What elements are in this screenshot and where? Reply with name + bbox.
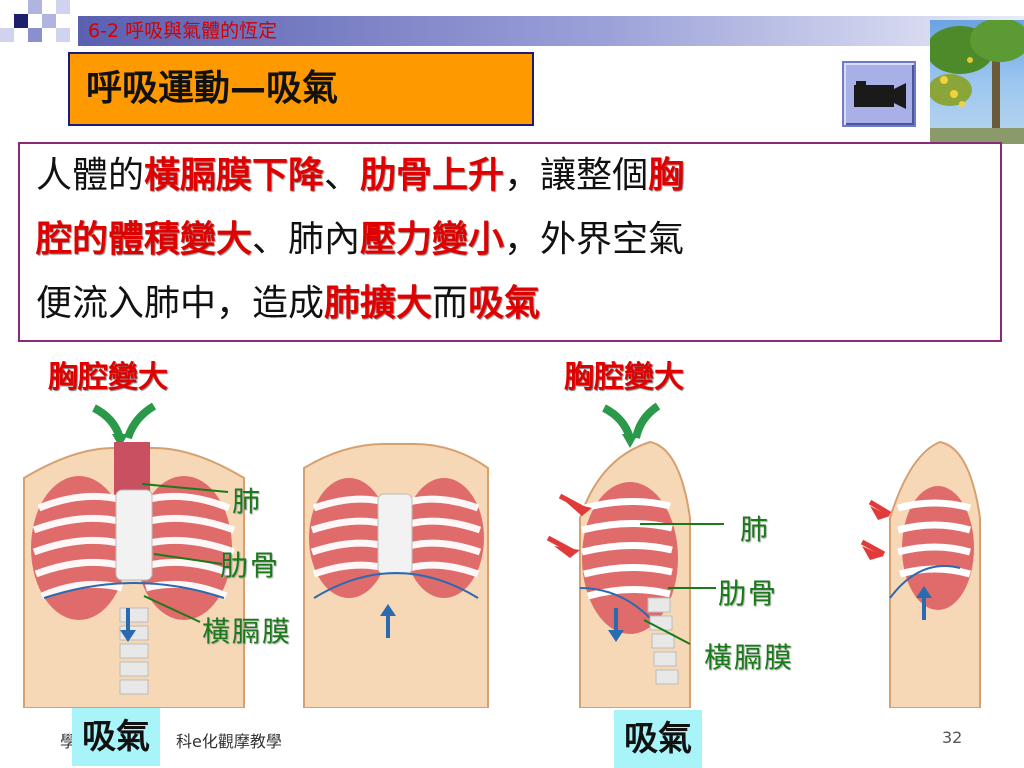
side-lung-label: 肺 <box>740 513 771 546</box>
footer-text-end: 科e化觀摩教學 <box>176 732 282 751</box>
side-chest-diagram <box>546 402 981 708</box>
tree-photo <box>930 20 1024 144</box>
title-box: 呼吸運動—吸氣 <box>68 52 534 126</box>
video-button[interactable] <box>842 61 916 127</box>
body-text: ，讓整個 <box>504 155 649 196</box>
side-rib-label: 肋骨 <box>718 577 779 610</box>
highlight-text: 腔的體積變大 <box>36 219 253 260</box>
body-text: 、 <box>324 155 361 196</box>
description-line-1: 人體的橫膈膜下降、肋骨上升，讓整個胸 <box>36 150 684 202</box>
front-caption: 胸腔變大 <box>48 360 168 395</box>
side-caption: 胸腔變大 <box>564 360 684 395</box>
video-camera-icon <box>854 81 906 109</box>
description-box: 人體的橫膈膜下降、肋骨上升，讓整個胸 腔的體積變大、肺內壓力變小，外界空氣 便流… <box>18 142 1002 342</box>
front-rib-label: 肋骨 <box>220 549 281 582</box>
page-title: 呼吸運動—吸氣 <box>86 68 339 109</box>
corner-decoration <box>0 0 80 48</box>
side-diaphragm-label: 橫膈膜 <box>704 641 795 674</box>
front-lung-label: 肺 <box>232 485 263 518</box>
highlight-text: 吸氣 <box>468 283 541 324</box>
highlight-text: 胸 <box>648 155 685 196</box>
highlight-text: 肺擴大 <box>324 283 433 324</box>
body-text: 便流入肺中，造成 <box>36 283 325 324</box>
body-text: 人體的 <box>36 155 145 196</box>
page-number: 32 <box>942 728 963 747</box>
body-text: ，外界空氣 <box>504 219 685 260</box>
highlight-text: 肋骨上升 <box>360 155 505 196</box>
body-text: 而 <box>432 283 469 324</box>
front-chest-diagram <box>23 402 489 708</box>
description-line-3: 便流入肺中，造成肺擴大而吸氣 <box>36 278 540 330</box>
section-label: 6-2 呼吸與氣體的恆定 <box>88 20 278 42</box>
front-inhale-tag: 吸氣 <box>72 708 160 766</box>
highlight-text: 壓力變小 <box>360 219 505 260</box>
section-bar <box>78 16 1024 46</box>
body-text: 、肺內 <box>252 219 361 260</box>
front-diaphragm-label: 橫膈膜 <box>202 615 293 648</box>
description-line-2: 腔的體積變大、肺內壓力變小，外界空氣 <box>36 214 684 266</box>
highlight-text: 橫膈膜下降 <box>144 155 325 196</box>
side-inhale-tag: 吸氣 <box>614 710 702 768</box>
